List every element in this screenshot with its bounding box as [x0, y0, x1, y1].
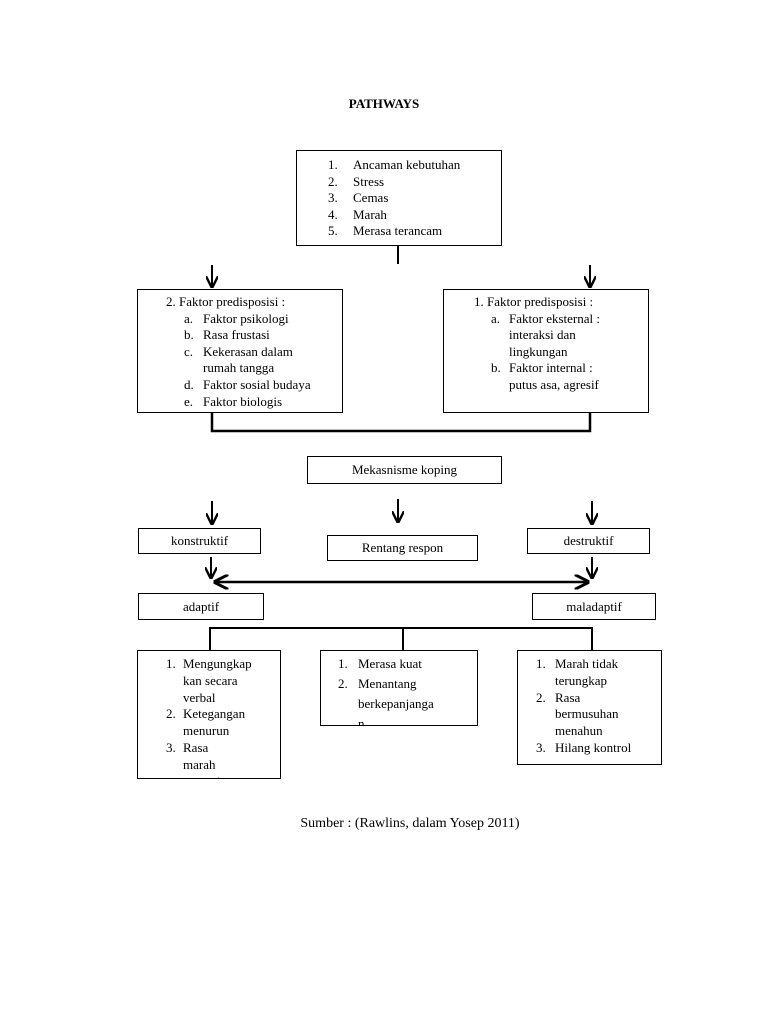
list-number: 3. — [536, 739, 546, 755]
list-number: 1. — [536, 656, 546, 671]
adaptif-box: adaptif — [138, 593, 264, 620]
coping-mechanism-box: Mekasnisme koping — [307, 456, 502, 484]
factor-join-bracket — [210, 413, 592, 433]
list-number: 2. — [536, 689, 546, 705]
konstruktif-label: konstruktif — [170, 533, 229, 548]
rentang-label: Rentang respon — [361, 540, 444, 555]
list-number: 4. — [328, 206, 338, 222]
list-item: n — [358, 716, 365, 726]
list-number: 1. — [328, 157, 338, 172]
list-item: Marah tidak — [555, 656, 619, 671]
list-item: rumah tangga — [203, 360, 275, 376]
list-item: Rasa — [183, 739, 209, 755]
right-factor-box: 1. Faktor predisposisi : a. Faktor ekster… — [443, 289, 649, 413]
list-item: Merasa kuat — [358, 656, 422, 671]
list-item: Faktor sosial budaya — [203, 376, 311, 392]
list-item: Cemas — [353, 190, 389, 206]
list-letter: d. — [184, 376, 194, 392]
list-item: lingkungan — [509, 343, 568, 359]
list-item: menurun — [183, 723, 230, 739]
list-letter: c. — [184, 343, 194, 359]
list-item: Hilang kontrol — [555, 739, 632, 755]
list-number: 5. — [328, 223, 338, 239]
list-item: Faktor eksternal : — [509, 310, 600, 326]
adaptif-label: adaptif — [182, 599, 220, 614]
list-item: Rasa frustasi — [203, 327, 270, 343]
list-number: 1. — [166, 656, 176, 671]
list-item: Marah — [353, 206, 387, 222]
factor-heading: 1. Faktor predisposisi : — [474, 294, 594, 309]
list-item: Faktor psikologi — [203, 310, 289, 326]
list-item: Mengungkap — [183, 656, 252, 671]
list-item: berkepanjanga — [358, 696, 434, 711]
list-item: Ketegangan — [183, 706, 246, 722]
list-item: Menantang — [358, 676, 417, 691]
list-number: 2. — [166, 706, 176, 722]
middle-response-box: 1.Merasa kuat 2.Menantang berkepanjanga … — [320, 650, 478, 726]
list-item: verbal — [183, 689, 216, 705]
list-letter: a. — [491, 310, 501, 326]
coping-label: Mekasnisme koping — [351, 462, 458, 477]
list-item: marah — [183, 756, 216, 772]
list-item: Kekerasan dalam — [203, 343, 293, 359]
factor-heading: 2. Faktor predisposisi : — [166, 294, 286, 309]
bottom-branch — [209, 627, 593, 650]
list-item: putus asa, agresif — [509, 376, 599, 392]
threat-box: 1. Ancaman kebutuhan 2. Stress 3. Cemas 4. M… — [296, 150, 502, 246]
list-item: kan secara — [183, 672, 238, 688]
maladaptif-box: maladaptif — [532, 593, 656, 620]
list-number: 1. — [338, 656, 348, 671]
list-letter: a. — [184, 310, 194, 326]
adaptive-response-box: 1. Mengungkap kan secara verbal 2. Ketegan… — [137, 650, 281, 779]
maladaptif-label: maladaptif — [566, 599, 622, 614]
list-number: 3. — [328, 190, 338, 206]
list-item: teratasi — [183, 774, 221, 778]
list-item: Faktor internal : — [509, 360, 593, 376]
list-item: Rasa — [555, 689, 581, 705]
list-letter: b. — [184, 327, 194, 343]
list-item: Faktor biologis — [203, 393, 283, 409]
list-letter: e. — [184, 393, 194, 409]
maladaptive-response-box: 1. Marah tidak terungkap 2. Rasa bermusuha… — [517, 650, 662, 765]
destruktif-box: destruktif — [527, 528, 650, 554]
rentang-respon-box: Rentang respon — [327, 535, 478, 561]
list-item: Stress — [353, 173, 385, 189]
list-item: menahun — [555, 723, 603, 739]
page-title: PATHWAYS — [348, 96, 420, 111]
list-letter: b. — [491, 360, 501, 376]
source-citation: Sumber : (Rawlins, dalam Yosep 2011) — [300, 816, 520, 831]
list-item: terungkap — [555, 672, 607, 688]
left-factor-box: 2. Faktor predisposisi : a. Faktor psikol… — [137, 289, 343, 413]
list-item: interaksi dan — [509, 327, 576, 343]
list-number: 3. — [166, 739, 176, 755]
konstruktif-box: konstruktif — [138, 528, 261, 554]
list-item: bermusuhan — [555, 706, 619, 722]
list-item: Merasa terancam — [353, 223, 443, 239]
destruktif-label: destruktif — [563, 533, 614, 548]
list-number: 2. — [328, 173, 338, 189]
list-item: Ancaman kebutuhan — [353, 157, 461, 172]
list-number: 2. — [338, 676, 348, 691]
